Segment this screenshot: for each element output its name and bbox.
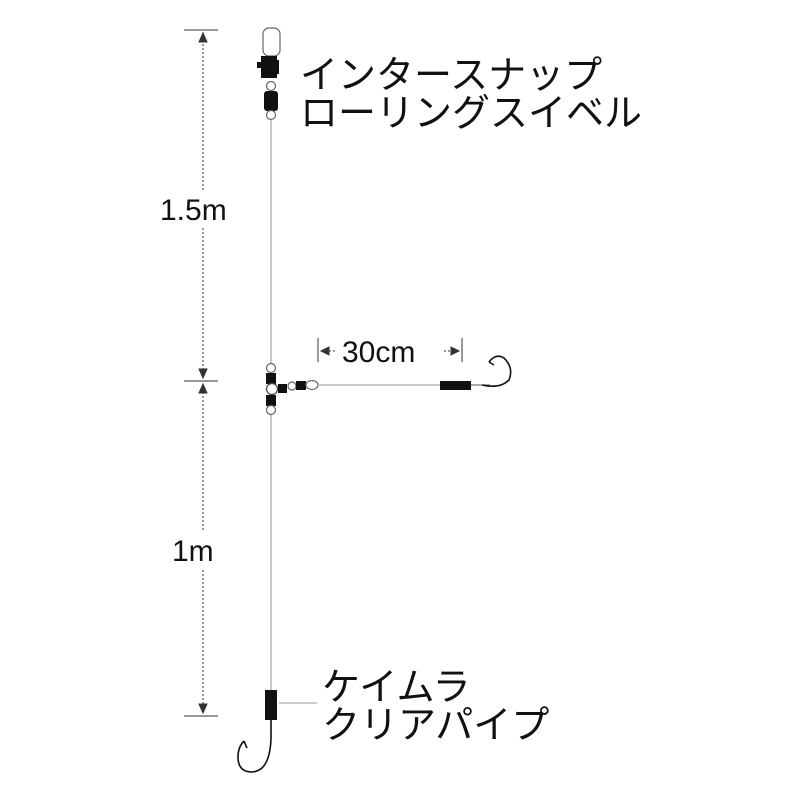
snap-icon [257,27,281,78]
lower-length-label: 1m [172,535,214,568]
hook-icon-bottom [237,720,272,773]
keimura-pipe [265,690,277,720]
swivel-icon [264,80,278,121]
branch-pipe [440,381,471,390]
snap-label: インタースナップ [300,55,602,97]
dimension-lower [184,382,218,717]
keimura-label: ケイムラ [322,667,471,709]
triple-swivel-icon [265,362,319,416]
branch-length-label: 30cm [342,336,415,369]
swivel-label: ローリングスイベル [300,93,642,135]
hook-icon [481,355,512,387]
dimension-upper [184,29,218,382]
dimension-branch [317,338,463,362]
main-length-label: 1.5m [160,194,227,227]
pipe-label: クリアパイプ [322,705,549,747]
